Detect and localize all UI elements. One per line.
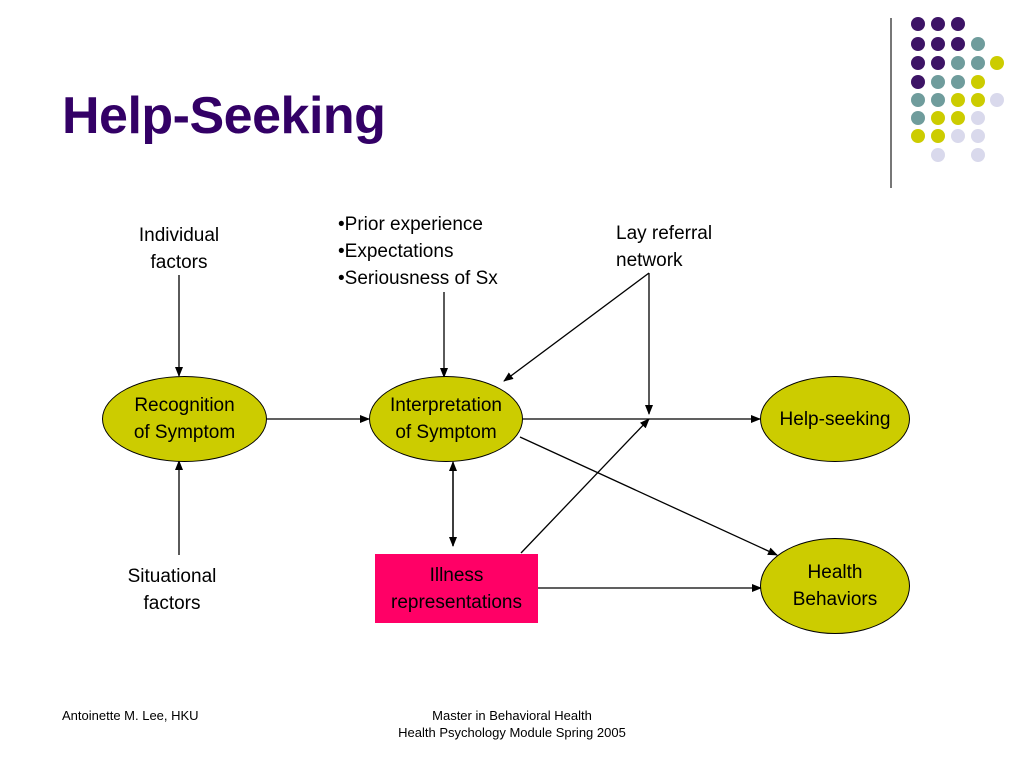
- dot-purple: [911, 17, 925, 31]
- dot-yellow: [951, 93, 965, 107]
- interpretation-factors-list: •Prior experience •Expectations •Serious…: [338, 211, 498, 292]
- node-recognition-of-symptom: Recognition of Symptom: [102, 376, 267, 462]
- dot-purple: [911, 56, 925, 70]
- dot-purple: [951, 37, 965, 51]
- dot-teal: [951, 56, 965, 70]
- dot-yellow: [951, 111, 965, 125]
- list-item: •Expectations: [338, 241, 454, 262]
- dot-lavender: [971, 148, 985, 162]
- dot-teal: [911, 93, 925, 107]
- dot-teal: [931, 75, 945, 89]
- dot-purple: [931, 56, 945, 70]
- dot-teal: [931, 93, 945, 107]
- dot-yellow: [911, 129, 925, 143]
- dot-teal: [911, 111, 925, 125]
- dot-purple: [911, 75, 925, 89]
- dot-teal: [951, 75, 965, 89]
- dot-yellow: [931, 111, 945, 125]
- footer-course: Master in Behavioral Health Health Psych…: [398, 708, 626, 740]
- label-lay-referral-network: Lay referral network: [616, 223, 713, 271]
- dot-lavender: [951, 129, 965, 143]
- slide-title: Help-Seeking: [62, 87, 386, 145]
- dot-yellow: [990, 56, 1004, 70]
- dot-purple: [911, 37, 925, 51]
- dot-lavender: [931, 148, 945, 162]
- dot-purple: [931, 17, 945, 31]
- list-item: •Seriousness of Sx: [338, 268, 498, 289]
- dot-purple: [951, 17, 965, 31]
- arrow-interpretation-to-health-behaviors: [519, 436, 778, 556]
- dot-teal: [971, 37, 985, 51]
- dot-yellow: [971, 75, 985, 89]
- arrow-illness-to-help-path: [520, 418, 650, 554]
- label-individual-factors: Individual factors: [138, 225, 220, 273]
- node-illness-representations: Illness representations: [375, 554, 538, 623]
- dot-lavender: [971, 111, 985, 125]
- arrow-lay-referral-to-interpretation: [503, 272, 650, 382]
- dot-lavender: [990, 93, 1004, 107]
- dot-yellow: [931, 129, 945, 143]
- footer-author: Antoinette M. Lee, HKU: [62, 708, 199, 723]
- dot-lavender: [971, 129, 985, 143]
- node-interpretation-of-symptom: Interpretation of Symptom: [369, 376, 523, 462]
- list-item: •Prior experience: [338, 214, 483, 235]
- node-health-behaviors: Health Behaviors: [760, 538, 910, 634]
- decorative-divider: [890, 18, 892, 188]
- dot-purple: [931, 37, 945, 51]
- dot-teal: [971, 56, 985, 70]
- label-situational-factors: Situational factors: [127, 566, 217, 614]
- node-help-seeking: Help-seeking: [760, 376, 910, 462]
- dot-yellow: [971, 93, 985, 107]
